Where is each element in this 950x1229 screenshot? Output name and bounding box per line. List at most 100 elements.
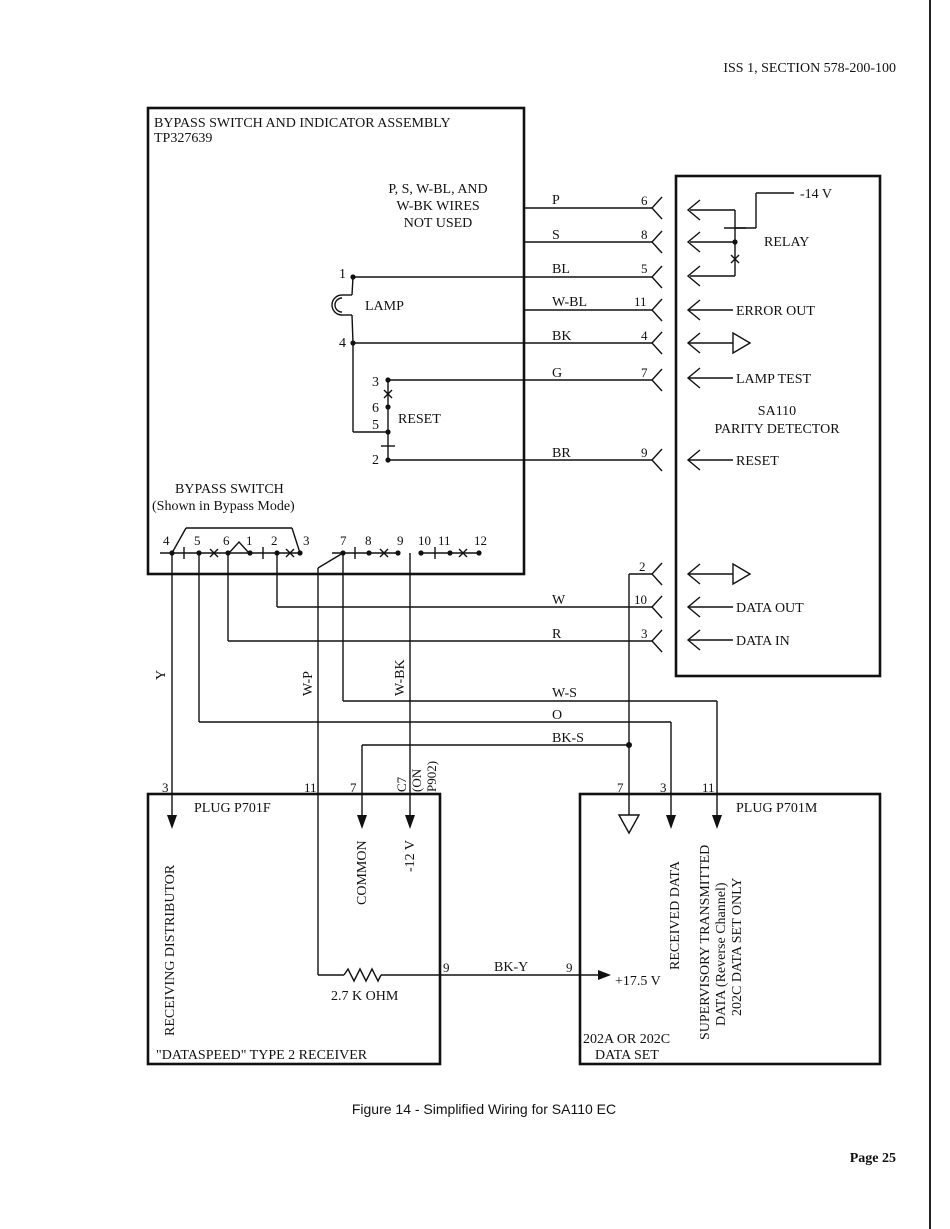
wire-w-bk-label: W-BK — [393, 659, 408, 696]
data-in-label: DATA IN — [736, 634, 790, 649]
wire-bk — [353, 331, 663, 355]
wire-p-label: P — [552, 193, 560, 208]
bypass-switch-subtitle: (Shown in Bypass Mode) — [152, 499, 295, 514]
wire-bl — [353, 265, 663, 289]
pin-w: 10 — [634, 592, 647, 607]
page-number: Page 25 — [850, 1151, 896, 1166]
wire-g-label: G — [552, 366, 562, 381]
data-set-plug-label: PLUG P701M — [736, 801, 818, 816]
wire-w-bl-label: W-BL — [552, 295, 587, 310]
wire-s — [524, 230, 663, 254]
wire-pin-2-signal-ground — [617, 562, 663, 835]
parity-reset-label: RESET — [736, 454, 779, 469]
wire-w-p-label: W-P — [301, 671, 316, 696]
pin-bl: 5 — [641, 261, 648, 276]
lamp-label: LAMP — [365, 299, 404, 314]
wire-g — [388, 368, 663, 392]
svg-text:9: 9 — [397, 533, 404, 548]
svg-text:8: 8 — [365, 533, 372, 548]
wire-bk-s-label: BK-S — [552, 731, 584, 746]
lamp-icon — [331, 294, 352, 316]
bypass-assembly-part-number: TP327639 — [154, 131, 212, 146]
pin-two: 2 — [639, 559, 646, 574]
data-set-pin-11: 11 — [702, 780, 715, 795]
lamp-test-label: LAMP TEST — [736, 372, 812, 387]
data-out-arrow-icon — [686, 596, 733, 618]
receiver-pin-3: 3 — [162, 780, 169, 795]
wire-p — [524, 196, 663, 220]
receiver-box — [146, 792, 442, 1066]
bypass-switch-contacts — [160, 527, 482, 569]
supervisory-data-label: SUPERVISORY TRANSMITTED — [698, 845, 713, 1040]
terminal-4: 4 — [339, 336, 346, 351]
plus-17-5v-label: +17.5 V — [615, 974, 661, 989]
resistor-icon — [318, 967, 440, 983]
reset-label: RESET — [398, 412, 441, 427]
bidirectional-arrow-icon — [686, 331, 752, 355]
wire-bk-y-label: BK-Y — [494, 960, 528, 975]
supervisory-data-label-3: 202C DATA SET ONLY — [730, 878, 745, 1016]
data-set-subtitle: DATA SET — [595, 1048, 659, 1063]
terminal-2: 2 — [372, 453, 379, 468]
wire-w-bl — [524, 298, 663, 322]
receiver-pin-7: 7 — [350, 780, 357, 795]
terminal-1: 1 — [339, 267, 346, 282]
bypass-assembly-box — [146, 106, 526, 576]
data-set-pin-9: 9 — [566, 960, 573, 975]
unused-wires-note-3: NOT USED — [404, 216, 473, 231]
wire-o-label: O — [552, 708, 562, 723]
receiver-c7-label: C7 — [394, 776, 409, 792]
wire-s-label: S — [552, 228, 560, 243]
wire-w-bk — [405, 553, 415, 829]
parity-detector-box — [674, 174, 882, 678]
error-out-label: ERROR OUT — [736, 304, 815, 319]
pin-br: 9 — [641, 445, 648, 460]
resistor-label: 2.7 K OHM — [331, 989, 399, 1004]
svg-text:5: 5 — [194, 533, 201, 548]
wire-o — [198, 553, 676, 829]
relay-circuit — [690, 192, 794, 277]
receiver-c7-label-3: P902) — [424, 761, 439, 792]
lamp-test-arrow-icon — [686, 367, 733, 389]
unused-wires-note-2: W-BK WIRES — [396, 199, 479, 214]
wire-bk-y — [440, 970, 611, 980]
receiver-pin-11: 11 — [304, 780, 317, 795]
section-header: ISS 1, SECTION 578-200-100 — [723, 61, 896, 76]
svg-text:3: 3 — [303, 533, 310, 548]
svg-text:2: 2 — [271, 533, 278, 548]
svg-text:1: 1 — [246, 533, 253, 548]
wire-w-s-label: W-S — [552, 686, 577, 701]
wire-y — [167, 553, 177, 829]
data-set-title: 202A OR 202C — [583, 1032, 670, 1047]
supply-minus-14v: -14 V — [800, 187, 832, 202]
relay-label: RELAY — [764, 235, 809, 250]
minus-12v-label: -12 V — [403, 840, 418, 872]
parity-detector-subtitle: PARITY DETECTOR — [714, 422, 840, 437]
terminal-6: 6 — [372, 401, 379, 416]
wire-w — [276, 553, 663, 619]
data-in-arrow-icon — [686, 629, 733, 651]
supervisory-data-label-2: DATA (Reverse Channel) — [714, 882, 729, 1026]
bypass-assembly-title: BYPASS SWITCH AND INDICATOR ASSEMBLY — [154, 116, 451, 131]
data-set-box — [578, 792, 882, 1066]
pin-s: 8 — [641, 227, 648, 242]
error-out-arrow-icon — [686, 299, 733, 321]
pin-w-bl: 11 — [634, 294, 647, 309]
receiver-pin-9: 9 — [443, 960, 450, 975]
reset-contact-x — [383, 389, 393, 399]
svg-text:6: 6 — [223, 533, 230, 548]
unused-wires-note: P, S, W-BL, AND — [388, 182, 487, 197]
pin-p: 6 — [641, 193, 648, 208]
wire-bk-s — [357, 742, 632, 829]
receiving-distributor-label: RECEIVING DISTRIBUTOR — [163, 864, 178, 1036]
reset-arrow-icon — [686, 449, 733, 471]
figure-caption: Figure 14 - Simplified Wiring for SA110 … — [352, 1101, 616, 1117]
data-set-pin-7: 7 — [617, 780, 624, 795]
receiver-title: "DATASPEED" TYPE 2 RECEIVER — [156, 1048, 368, 1063]
switch-pin-labels: 4 5 6 1 2 3 7 8 9 10 11 12 — [163, 533, 487, 548]
data-bidirectional-arrow-icon — [686, 562, 752, 586]
receiver-c7-label-2: (ON — [409, 768, 424, 792]
wire-w-s — [342, 553, 722, 829]
terminal-3: 3 — [372, 375, 379, 390]
